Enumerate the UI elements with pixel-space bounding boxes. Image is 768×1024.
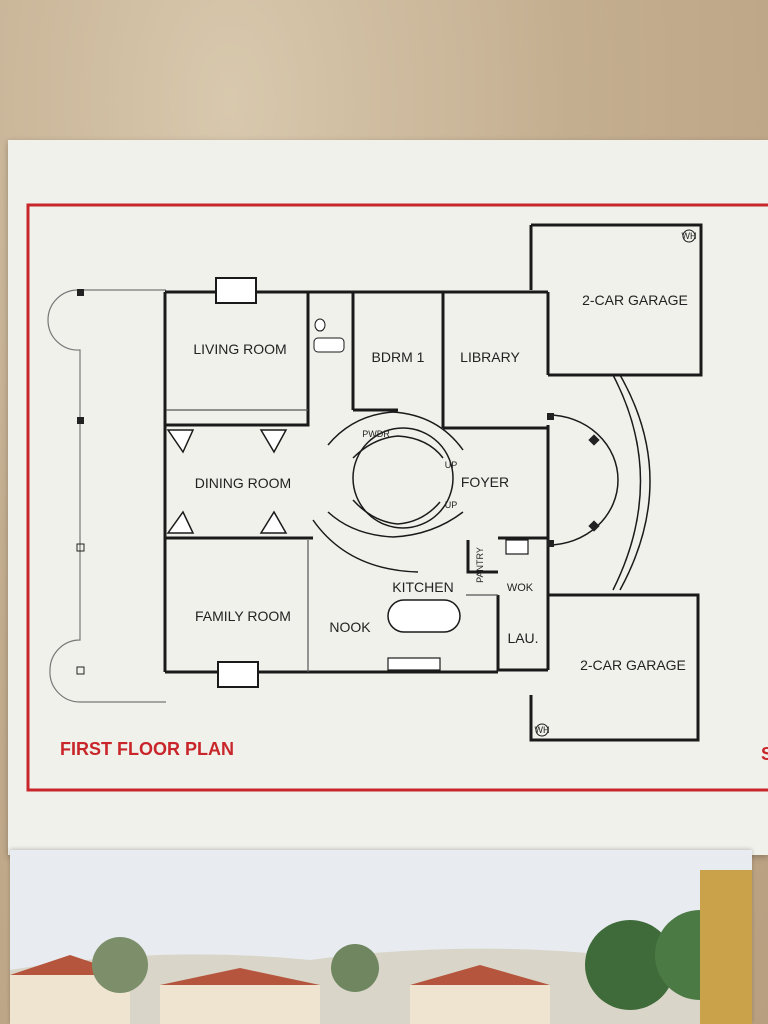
water-heater-bottom [535,723,549,737]
label-kitchen: KITCHEN [392,579,453,595]
garage-bottom-walls [529,593,700,742]
label-wok: WOK [507,582,534,594]
label-nook: NOOK [329,619,371,635]
red-frame [26,203,768,792]
label-family-room: FAMILY ROOM [195,608,291,624]
interior-lines [166,409,498,672]
label-dining-room: DINING ROOM [195,475,291,491]
label-garage-bottom: 2-CAR GARAGE [580,657,686,673]
toilet [314,318,326,332]
kitchen-sink [387,657,441,671]
fireplace-bottom [217,661,259,688]
floor-plan-drawing: WH WH LIVING ROOM BDRM 1 LIBRARY 2-CAR G… [26,203,768,792]
kitchen-island [387,599,461,633]
wh-label-bottom: WH [535,725,550,735]
label-living-room: LIVING ROOM [193,341,286,357]
label-bdrm1: BDRM 1 [372,349,425,365]
column [77,289,84,296]
label-up-1: UP [445,460,458,470]
garage-top-walls [529,223,703,377]
label-foyer: FOYER [461,474,509,490]
label-pantry: PANTRY [475,547,485,583]
label-up-2: UP [445,500,458,510]
label-garage-top: 2-CAR GARAGE [582,292,688,308]
wh-label-top: WH [682,231,697,241]
water-heater-top [682,229,696,243]
bathtub [313,337,345,353]
column [76,543,85,552]
house-rendering [10,850,752,1024]
porch-columns [547,413,600,547]
label-lau: LAU. [507,630,538,646]
curved-stairs [312,411,464,573]
label-pwdr: PWDR [362,429,390,439]
cooktop [505,539,529,555]
column [76,666,85,675]
rendering-brochure [10,850,752,1024]
label-library: LIBRARY [460,349,520,365]
column [77,417,84,424]
terrace-outline [47,289,166,703]
plan-title: FIRST FLOOR PLAN [60,739,234,759]
floor-plan-brochure: WH WH LIVING ROOM BDRM 1 LIBRARY 2-CAR G… [8,140,768,855]
fireplace-top [215,277,257,304]
edge-letter: S [761,744,768,764]
porch [547,374,651,591]
dining-columns [166,429,288,534]
